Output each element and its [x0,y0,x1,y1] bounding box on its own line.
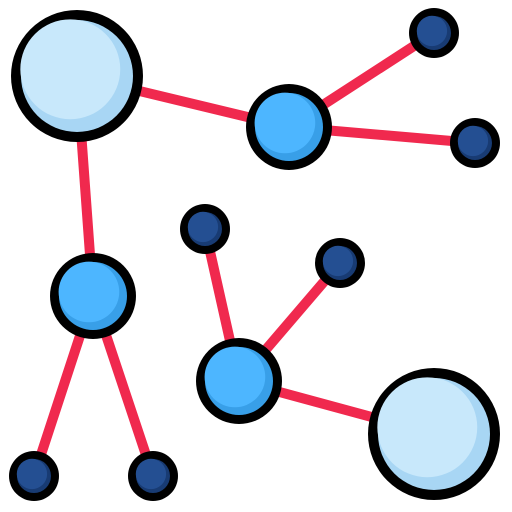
node-fill [254,92,316,154]
node-cm-medium [196,338,282,424]
node-fill [187,211,219,243]
graph-nodes [9,8,500,501]
node-fill [58,261,120,323]
node-c2-small [315,238,365,288]
node-fill [16,458,48,490]
node-c1-small [180,204,230,254]
node-bl2-small [128,451,178,501]
node-fill [20,19,121,120]
node-fill [135,458,167,490]
node-tl-large [11,10,143,142]
node-fill [322,245,354,277]
node-ml-medium [50,253,136,339]
node-fill [457,125,489,157]
node-fill [377,377,478,478]
node-tr2-small [450,118,500,168]
node-tm-medium [246,84,332,170]
node-fill [416,15,448,47]
node-tr1-small [409,8,459,58]
node-fill [204,346,266,408]
node-br-large [368,368,500,500]
node-bl1-small [9,451,59,501]
